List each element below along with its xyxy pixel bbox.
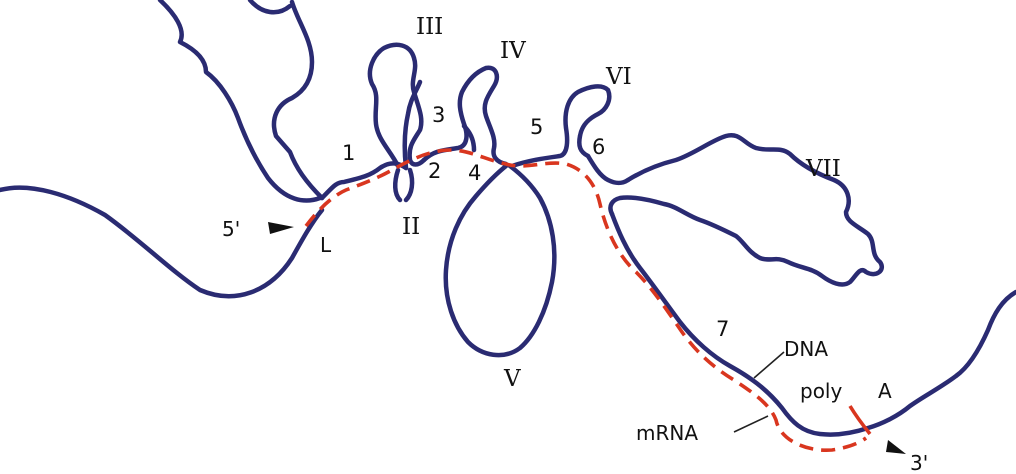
label-intron-IV: IV [500, 38, 526, 64]
intron-loop-II [395, 170, 412, 200]
label-exon-1: 1 [342, 141, 355, 165]
label-exon-6: 6 [592, 135, 605, 159]
intron-loop-III [370, 45, 424, 166]
label-poly-a: A [878, 379, 892, 403]
label-exon-7: 7 [716, 317, 729, 341]
label-intron-VII: VII [805, 156, 841, 182]
five-prime-arrowhead [268, 222, 294, 234]
intron-loop-I-top [250, 0, 290, 12]
label-intron-III: III [416, 14, 443, 40]
dna-pointer-line [754, 352, 784, 378]
dna-exon6 [588, 156, 628, 183]
label-poly: poly [800, 379, 842, 403]
label-intron-VI: VI [605, 64, 632, 90]
label-three-prime: 3' [910, 451, 928, 474]
label-exon-2: 2 [428, 159, 441, 183]
label-exon-4: 4 [468, 161, 481, 185]
label-intron-II: II [402, 214, 420, 240]
three-prime-arrowhead [886, 440, 906, 454]
intron-loop-I [160, 0, 322, 201]
label-exon-3: 3 [432, 103, 445, 127]
label-mrna: mRNA [636, 421, 698, 445]
label-leader-L: L [320, 233, 332, 257]
dna-left-arm-lower [0, 188, 322, 297]
intron-loop-III-inner [405, 82, 420, 168]
label-exon-5: 5 [530, 115, 543, 139]
label-five-prime: 5' [222, 217, 240, 241]
mrna-pointer-line [734, 416, 768, 432]
label-intron-V: V [503, 366, 521, 392]
intron-loop-V [446, 166, 555, 355]
label-dna: DNA [784, 337, 828, 361]
intron-loop-VII [610, 135, 881, 284]
